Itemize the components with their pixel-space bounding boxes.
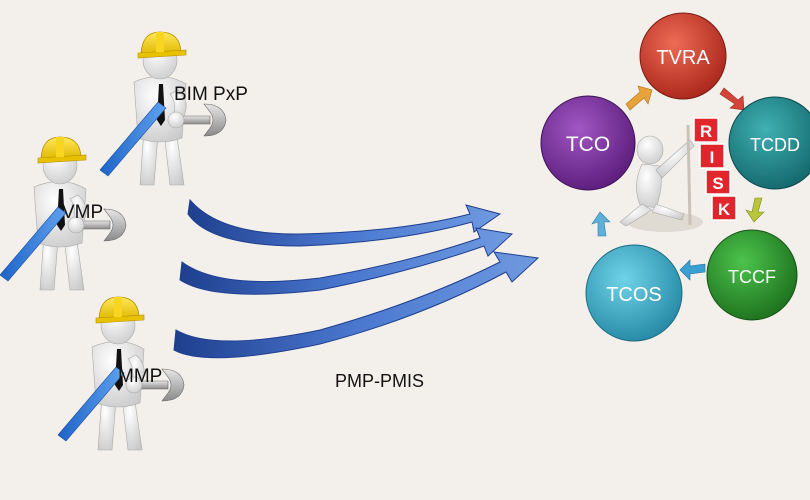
worker-label-mmp: MMP: [118, 366, 162, 387]
risk-letter-k: K: [718, 200, 731, 219]
flow-label: PMP-PMIS: [335, 371, 424, 391]
risk-block-s: [705, 169, 731, 195]
cycle-label-tcos: TCOS: [606, 284, 662, 306]
flow-arrow-middle: [179, 227, 514, 295]
cycle-node-tco: TCO: [540, 95, 636, 191]
arrow-tvra-to-tcdd-icon: [719, 87, 745, 111]
cycle-label-tvra: TVRA: [656, 47, 710, 69]
cycle-label-tco: TCO: [566, 133, 610, 156]
risk-letter-s: S: [712, 174, 723, 193]
worker-label-vmp: VMP: [62, 202, 103, 223]
risk-blocks: R I S K: [693, 117, 737, 221]
worker-bim-icon: [99, 31, 227, 186]
risk-block-i: [699, 143, 725, 169]
cycle-node-tcdd: TCDD: [728, 96, 810, 190]
flow-arrows: [173, 198, 540, 359]
flow-arrow-bottom: [173, 251, 540, 359]
risk-figure: [619, 124, 703, 232]
arrow-tco-to-tvra-icon: [625, 85, 653, 111]
cycle-label-tccf: TCCF: [728, 267, 776, 287]
cycle-label-tcdd: TCDD: [750, 135, 800, 155]
cycle-node-tvra: TVRA: [639, 12, 727, 100]
arrow-tccf-to-tcos-icon: [679, 259, 706, 281]
risk-block-k: [711, 195, 737, 221]
worker-label-bim: BIM PxP: [174, 84, 248, 105]
figure-head-icon: [636, 135, 664, 165]
cycle-node-tcos: TCOS: [585, 244, 683, 342]
arrow-tcdd-to-tccf-icon: [745, 197, 765, 223]
flow-arrow-top: [187, 198, 502, 247]
risk-letter-r: R: [700, 122, 712, 141]
cycle-connectors: [591, 85, 765, 281]
cycle-node-tccf: TCCF: [706, 229, 798, 321]
risk-block-r: [693, 117, 719, 143]
arrow-tcos-to-tco-icon: [591, 211, 611, 237]
worker-figure-bim: [99, 31, 227, 186]
risk-letter-i: I: [710, 148, 715, 167]
